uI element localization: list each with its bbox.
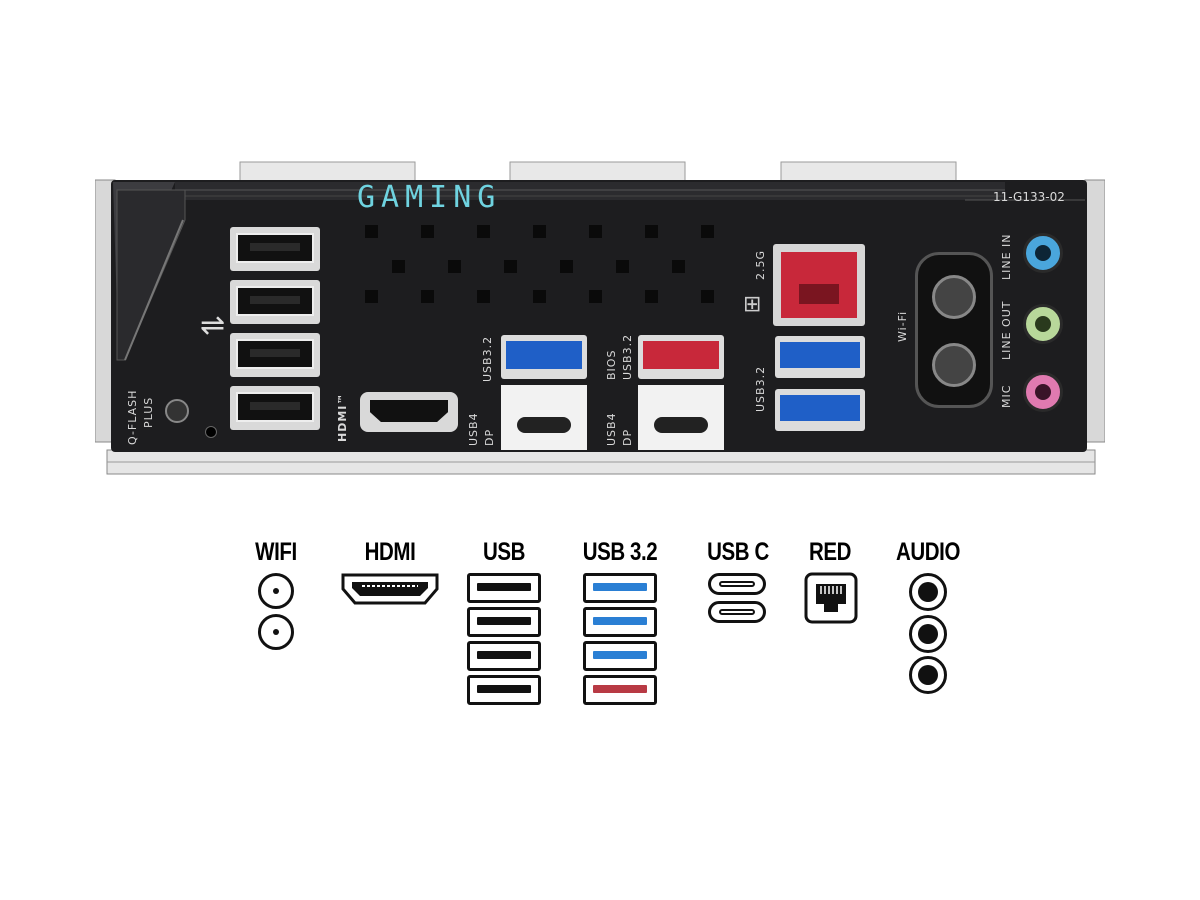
ethernet-icon xyxy=(804,572,858,629)
legend-wifi-title: WIFI xyxy=(255,538,297,566)
lan-port[interactable] xyxy=(773,244,865,326)
qflash-button[interactable] xyxy=(165,399,189,423)
vent-hole xyxy=(701,225,714,238)
vent-hole xyxy=(477,225,490,238)
vent-hole xyxy=(645,225,658,238)
dp-label-b: DP xyxy=(621,428,634,446)
vent-hole xyxy=(672,260,685,273)
legend-audio-title: AUDIO xyxy=(895,538,961,566)
wifi-antenna-connector-1[interactable] xyxy=(932,275,976,319)
vent-hole xyxy=(589,225,602,238)
clear-cmos-hole xyxy=(205,426,217,438)
hdmi-label: HDMI™ xyxy=(336,392,349,442)
usb2-port[interactable] xyxy=(230,227,320,271)
usb2-port[interactable] xyxy=(230,280,320,324)
usb32-blue-port-b1[interactable] xyxy=(775,336,865,378)
vent-hole xyxy=(421,225,434,238)
usb32-label-b: USB3.2 xyxy=(754,365,767,412)
vent-hole xyxy=(421,290,434,303)
legend-red-title: RED xyxy=(808,538,852,566)
wifi-antenna-icon xyxy=(258,614,294,650)
dp-label-a: DP xyxy=(483,428,496,446)
audio-jack-icon xyxy=(909,615,947,653)
line-in-label: LINE IN xyxy=(1000,233,1013,280)
qflash-label-plus: PLUS xyxy=(142,396,155,428)
usb4-label-b: USB4 xyxy=(605,412,618,446)
gaming-brand-text: GAMING xyxy=(357,180,502,215)
audio-jack-icon xyxy=(909,573,947,611)
vent-hole xyxy=(392,260,405,273)
vent-hole xyxy=(701,290,714,303)
vent-hole xyxy=(645,290,658,303)
vent-hole xyxy=(533,225,546,238)
usb-port-icon xyxy=(467,573,541,603)
usb32-blue-port-b2[interactable] xyxy=(775,389,865,431)
io-shield: GAMING 11-G133-02 ⇌ Q-FLASH PLUS HDMI™ U… xyxy=(94,160,1106,480)
usb4-typec-port-a[interactable] xyxy=(501,385,587,450)
part-number: 11-G133-02 xyxy=(993,190,1065,204)
usb2-port[interactable] xyxy=(230,386,320,430)
vent-hole xyxy=(589,290,602,303)
wifi-antenna-icon xyxy=(258,573,294,609)
mic-jack[interactable] xyxy=(1023,372,1063,412)
vent-hole xyxy=(504,260,517,273)
usb32-blue-port-icon xyxy=(583,607,657,637)
usb-port-icon xyxy=(467,607,541,637)
bios-usb-red-port[interactable] xyxy=(638,335,724,379)
vent-holes xyxy=(365,225,714,303)
line-out-label: LINE OUT xyxy=(1000,300,1013,360)
usb32-blue-port-icon xyxy=(583,641,657,671)
lan-speed-label: 2.5G xyxy=(754,249,767,280)
vent-hole xyxy=(616,260,629,273)
wifi-antenna-block xyxy=(915,252,993,408)
hdmi-icon xyxy=(340,572,440,611)
usb-symbol-icon: ⇌ xyxy=(200,308,226,343)
legend-usb-title: USB xyxy=(482,538,526,566)
usb32-blue-port-a[interactable] xyxy=(501,335,587,379)
usb-c-icon xyxy=(708,601,766,623)
usb32-red-port-icon xyxy=(583,675,657,705)
audio-jack-icon xyxy=(909,656,947,694)
usb2-port[interactable] xyxy=(230,333,320,377)
usb4-label-a: USB4 xyxy=(467,412,480,446)
usb-c-icon xyxy=(708,573,766,595)
vent-hole xyxy=(533,290,546,303)
wifi-antenna-connector-2[interactable] xyxy=(932,343,976,387)
vent-hole xyxy=(560,260,573,273)
line-in-jack[interactable] xyxy=(1023,233,1063,273)
vent-hole xyxy=(448,260,461,273)
bios-label: BIOS xyxy=(605,349,618,380)
usb-port-icon xyxy=(467,675,541,705)
legend-usbc-title: USB C xyxy=(707,538,769,566)
bios-usb32-label: USB3.2 xyxy=(621,333,634,380)
usb-port-icon xyxy=(467,641,541,671)
hdmi-port[interactable] xyxy=(360,392,458,432)
usb32-blue-port-icon xyxy=(583,573,657,603)
line-out-jack[interactable] xyxy=(1023,304,1063,344)
wifi-label: Wi-Fi xyxy=(896,310,909,342)
network-icon: ⊞ xyxy=(743,292,762,317)
vent-hole xyxy=(477,290,490,303)
qflash-label: Q-FLASH xyxy=(126,389,139,445)
legend-usb32-title: USB 3.2 xyxy=(582,538,658,566)
usb32-label-a: USB3.2 xyxy=(481,335,494,382)
usb4-typec-port-b[interactable] xyxy=(638,385,724,450)
vent-hole xyxy=(365,225,378,238)
vent-hole xyxy=(365,290,378,303)
legend-hdmi-title: HDMI xyxy=(364,538,416,566)
mic-label: MIC xyxy=(1000,384,1013,408)
